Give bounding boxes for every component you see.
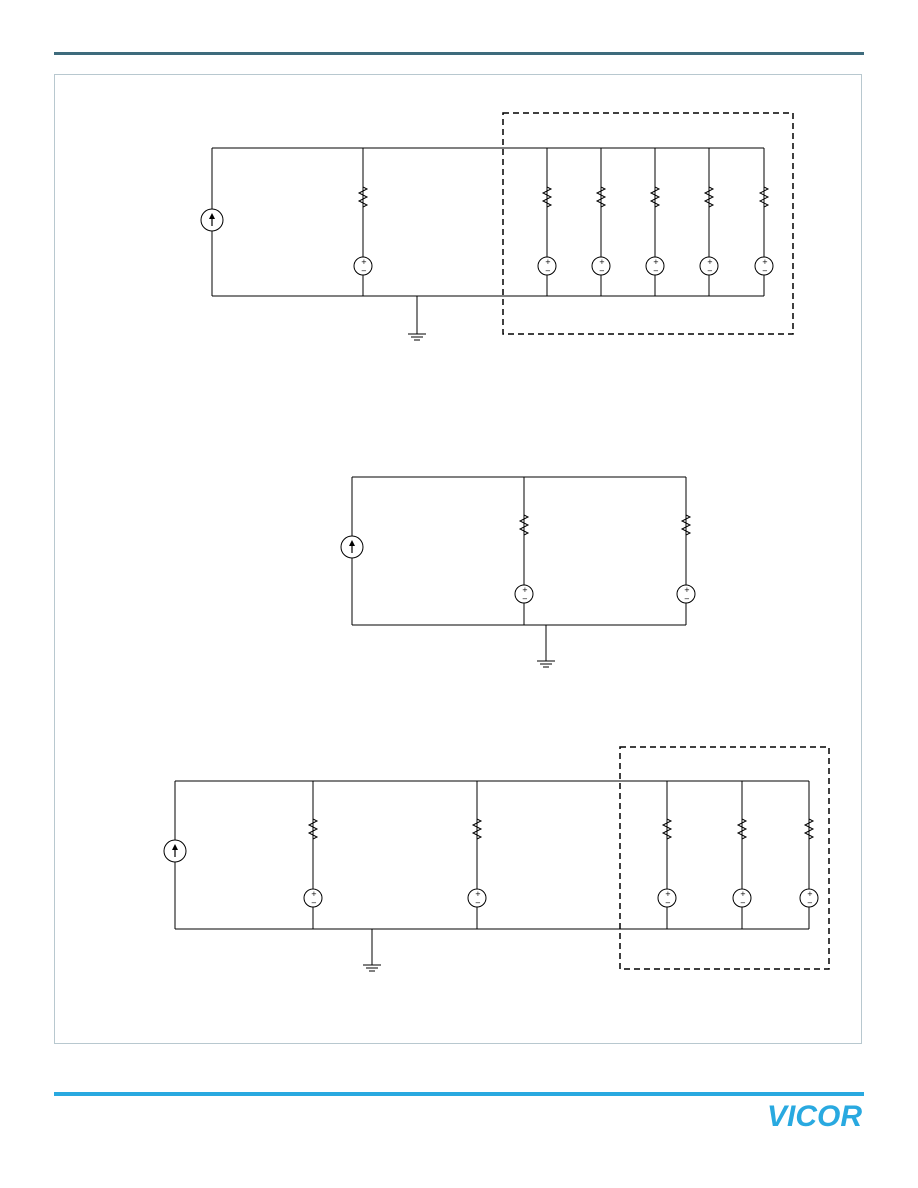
circuit-top — [200, 112, 794, 341]
voltage-source-icon — [514, 584, 534, 604]
voltage-source-icon — [699, 256, 719, 276]
voltage-source-icon — [645, 256, 665, 276]
voltage-source-icon — [537, 256, 557, 276]
branch — [657, 781, 677, 929]
branch — [514, 477, 534, 625]
voltage-source-icon — [676, 584, 696, 604]
branch — [591, 148, 611, 296]
voltage-source-icon — [591, 256, 611, 276]
ground-icon — [536, 660, 556, 668]
circuit-middle — [340, 476, 696, 668]
current-source-icon — [163, 839, 187, 863]
branch — [303, 781, 323, 929]
dashed-group-box — [502, 112, 794, 335]
current-source-icon — [200, 208, 224, 232]
figure-frame — [54, 74, 862, 1044]
branch — [645, 148, 665, 296]
circuit-bottom — [163, 746, 830, 972]
current-source-icon — [340, 535, 364, 559]
voltage-source-icon — [754, 256, 774, 276]
branch — [467, 781, 487, 929]
voltage-source-icon — [657, 888, 677, 908]
header-rule — [54, 52, 864, 55]
vicor-logo: VICOR — [767, 1100, 862, 1130]
branch — [676, 477, 696, 625]
branch — [699, 148, 719, 296]
voltage-source-icon — [732, 888, 752, 908]
footer-rule — [54, 1092, 864, 1096]
dashed-group-box — [619, 746, 830, 970]
voltage-source-icon — [467, 888, 487, 908]
branch — [353, 148, 373, 296]
voltage-source-icon — [799, 888, 819, 908]
ground-icon — [362, 964, 382, 972]
branch — [537, 148, 557, 296]
svg-text:VICOR: VICOR — [767, 1100, 862, 1130]
voltage-source-icon — [353, 256, 373, 276]
voltage-source-icon — [303, 888, 323, 908]
ground-icon — [407, 333, 427, 341]
branch — [799, 781, 819, 929]
branch — [732, 781, 752, 929]
branch — [754, 148, 774, 296]
